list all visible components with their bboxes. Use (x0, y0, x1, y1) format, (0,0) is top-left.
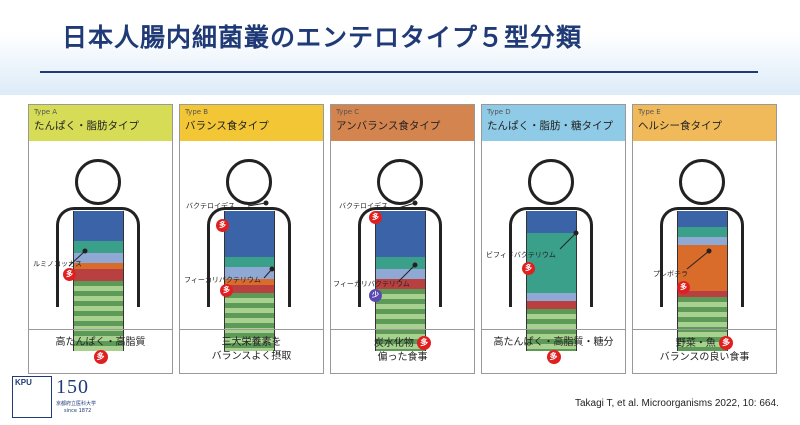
panel-type-b: Type B バランス食タイプ バクテロイデス 多 フィーカリバクテリウム 多 … (179, 104, 324, 374)
logo-since: since 1872 (64, 408, 92, 414)
panel-type-c: Type C アンバランス食タイプ バクテロイデス 多 フィーカリバクテリウム … (330, 104, 475, 374)
panel-type-label: Type C (336, 108, 360, 116)
diet-badge: 多 (719, 336, 734, 350)
panel-header: Type A たんぱく・脂肪タイプ (29, 105, 172, 141)
diet-line-1: 野菜・魚 多 (633, 336, 776, 351)
panel-type-name: ヘルシー食タイプ (638, 120, 722, 132)
panel-header: Type D たんぱく・脂肪・糖タイプ (482, 105, 625, 141)
panel-type-name: バランス食タイプ (185, 120, 269, 132)
logo-abbr: KPU (15, 378, 32, 387)
header-background (0, 0, 800, 95)
abundance-badge: 少 (369, 289, 382, 302)
gut-microbiome-bar (73, 211, 124, 351)
gut-microbiome-bar (526, 211, 577, 351)
page-title: 日本人腸内細菌叢のエンテロタイプ５型分類 (62, 23, 583, 52)
gut-microbiome-bar (677, 211, 728, 351)
panel-type-label: Type D (487, 108, 511, 116)
citation: Takagi T, et al. Microorganisms 2022, 10… (575, 398, 779, 409)
bacteria-label: ビフィドバクテリウム (486, 251, 556, 259)
diet-line-2: 偏った食事 (377, 352, 428, 363)
panel-type-label: Type B (185, 108, 209, 116)
pointer-line (559, 230, 579, 250)
diet-line-1-text: 炭水化物 (373, 338, 414, 349)
panel-type-d: Type D たんぱく・脂肪・糖タイプ ビフィドバクテリウム 多 高たんぱく・高… (481, 104, 626, 374)
panel-header: Type E ヘルシー食タイプ (633, 105, 776, 141)
person-head-icon (679, 159, 725, 205)
diet-badge: 多 (93, 350, 108, 364)
panel-header: Type C アンバランス食タイプ (331, 105, 474, 141)
pointer-line (686, 248, 712, 270)
person-head-icon (528, 159, 574, 205)
diet-line-1: 三大栄養素を (221, 337, 282, 348)
diet-line-2: バランスよく摂取 (211, 351, 292, 362)
pointer-line (394, 200, 418, 282)
pointer-line (247, 200, 275, 279)
panel-type-label: Type A (34, 108, 58, 116)
bacteria-label: ルミノコッカス (33, 260, 82, 268)
panel-header: Type B バランス食タイプ (180, 105, 323, 141)
panel-figure: ビフィドバクテリウム 多 (482, 141, 625, 351)
logo-university-name: 京都府立医科大学 (56, 401, 97, 407)
person-head-icon (377, 159, 423, 205)
panel-figure: バクテロイデス 多 フィーカリバクテリウム 少 (331, 141, 474, 351)
panel-type-name: たんぱく・脂肪・糖タイプ (487, 120, 613, 132)
panel-type-e: Type E ヘルシー食タイプ プレボテラ 多 野菜・魚 多 バランスの良い食事 (632, 104, 777, 374)
panel-footer: 高たんぱく・高脂質 多 (29, 329, 172, 373)
diet-line-1: 炭水化物 多 (331, 336, 474, 351)
panel-figure: バクテロイデス 多 フィーカリバクテリウム 多 (180, 141, 323, 351)
abundance-badge: 多 (677, 281, 690, 294)
diet-line-1-text: 野菜・魚 (675, 338, 716, 349)
crest-icon: KPU (12, 376, 52, 418)
abundance-badge: 多 (63, 268, 76, 281)
gut-microbiome-bar (375, 211, 426, 351)
panel-type-name: アンバランス食タイプ (336, 120, 441, 132)
logo-anniversary-number: 150 (56, 376, 89, 398)
panel-type-a: Type A たんぱく・脂肪タイプ ルミノコッカス 多 高たんぱく・高脂質 多 (28, 104, 173, 374)
gut-microbiome-bar (224, 211, 275, 351)
panel-type-name: たんぱく・脂肪タイプ (34, 120, 139, 132)
person-head-icon (226, 159, 272, 205)
diet-badge: 多 (417, 336, 432, 350)
abundance-badge: 多 (216, 219, 229, 232)
panel-type-label: Type E (638, 108, 661, 116)
pointer-line (68, 248, 88, 267)
diet-badge: 多 (546, 350, 561, 364)
person-head-icon (75, 159, 121, 205)
panel-figure: ルミノコッカス 多 (29, 141, 172, 351)
abundance-badge: 多 (522, 262, 535, 275)
panel-figure: プレボテラ 多 (633, 141, 776, 351)
diet-line-1: 高たんぱく・高脂質・糖分 (493, 337, 614, 348)
bacteria-label: プレボテラ (653, 270, 688, 278)
bacteria-label: バクテロイデス (339, 202, 388, 210)
panel-footer: 野菜・魚 多 バランスの良い食事 (633, 329, 776, 373)
abundance-badge: 多 (220, 284, 233, 297)
panel-footer: 炭水化物 多 偏った食事 (331, 329, 474, 373)
panel-footer: 三大栄養素を バランスよく摂取 (180, 329, 323, 373)
panel-footer: 高たんぱく・高脂質・糖分 多 (482, 329, 625, 373)
bacteria-label: バクテロイデス (186, 202, 235, 210)
title-divider (40, 71, 758, 73)
diet-line-2: バランスの良い食事 (659, 352, 750, 363)
diet-line-1: 高たんぱく・高脂質 (55, 337, 146, 348)
abundance-badge: 多 (369, 211, 382, 224)
bacteria-label: フィーカリバクテリウム (184, 276, 261, 284)
university-logo: KPU 150 京都府立医科大学 since 1872 (12, 376, 102, 420)
bacteria-label: フィーカリバクテリウム (333, 280, 410, 288)
